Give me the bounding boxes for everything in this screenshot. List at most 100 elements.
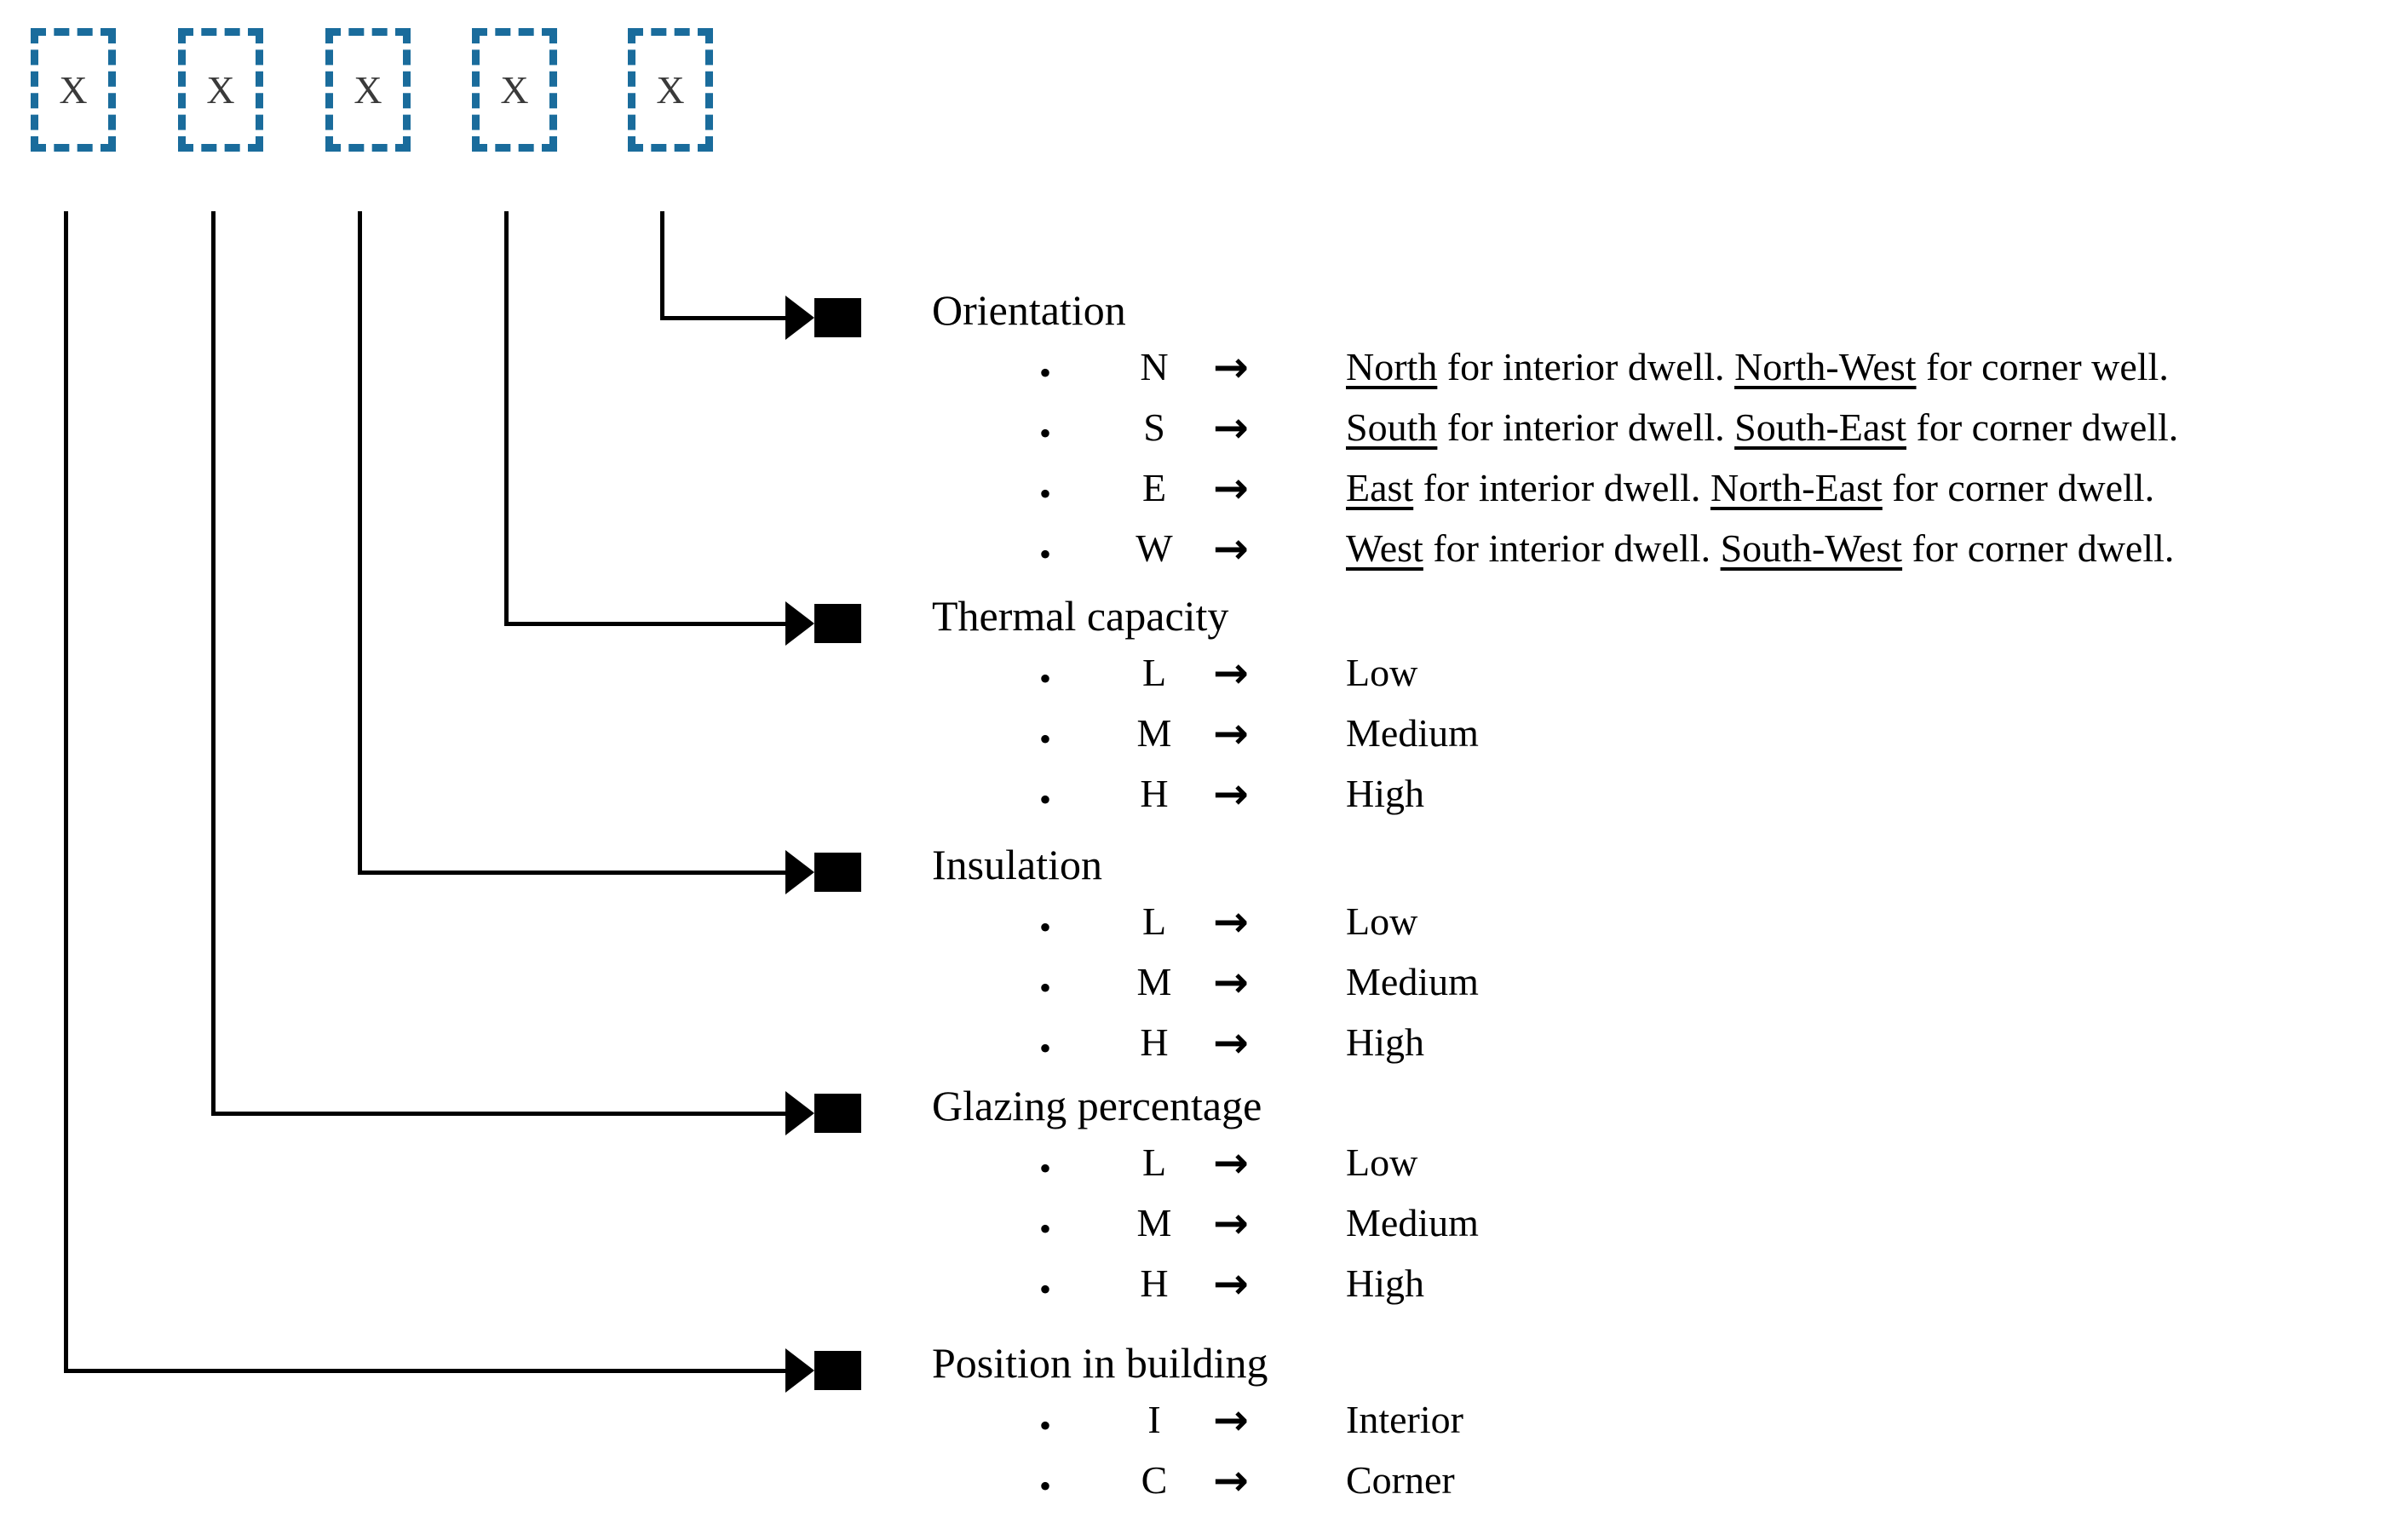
item-value: Medium: [1346, 960, 1479, 1003]
arrow-right-icon: →: [1213, 1018, 1249, 1067]
arrow-right-icon: →: [1213, 1198, 1249, 1248]
item-key: H: [1140, 1020, 1169, 1064]
bullet-icon: •: [1039, 908, 1052, 946]
code-box-5[interactable]: X: [628, 28, 713, 152]
connector-orientation-vertical: [660, 211, 664, 320]
item-key: E: [1141, 466, 1167, 509]
code-box-1-glyph: X: [59, 67, 88, 112]
item-key: L: [1141, 651, 1167, 694]
bullet-icon: •: [1039, 659, 1052, 698]
item-value: East for interior dwell. North-East for …: [1346, 466, 2155, 509]
section-glazing-percentage-title: Glazing percentage: [932, 1082, 1262, 1129]
code-box-4-glyph: X: [500, 67, 529, 112]
bullet-icon: •: [1039, 1270, 1052, 1308]
list-item: • M → Medium: [932, 1198, 1479, 1261]
list-item: • L → Low: [932, 650, 1417, 710]
list-item: • M → Medium: [932, 710, 1479, 771]
item-key: L: [1141, 1141, 1167, 1184]
list-item: • W → West for interior dwell. South-Wes…: [932, 526, 2174, 586]
section-glazing-percentage: Glazing percentage • L → Low • M → Mediu…: [932, 1082, 1479, 1321]
arrow-right-icon: →: [1213, 648, 1249, 698]
marker-square-thermal: [814, 604, 861, 643]
bullet-icon: •: [1039, 720, 1052, 758]
list-item: • H → High: [932, 1261, 1424, 1321]
bullet-icon: •: [1039, 1029, 1052, 1067]
list-item: • L → Low: [932, 1138, 1417, 1200]
list-item: • N → North for interior dwell. North-We…: [932, 344, 2169, 405]
list-item: • I → Interior: [932, 1395, 1463, 1457]
item-key: M: [1136, 711, 1172, 755]
item-value: High: [1346, 1020, 1424, 1064]
item-value: South for interior dwell. South-East for…: [1346, 405, 2179, 449]
item-value: High: [1346, 1261, 1424, 1305]
bullet-icon: •: [1039, 1406, 1052, 1445]
connector-insulation-vertical: [358, 211, 362, 875]
connector-glazing-vertical: [211, 211, 216, 1116]
item-key: I: [1147, 1398, 1161, 1441]
connector-glazing-horizontal: [211, 1112, 796, 1116]
arrow-head-orientation-icon: [785, 296, 814, 340]
item-key: H: [1140, 772, 1169, 815]
section-thermal-capacity: Thermal capacity • L → Low • M → Medium …: [932, 592, 1479, 831]
bullet-icon: •: [1039, 968, 1052, 1007]
connector-thermal-horizontal: [504, 622, 796, 626]
item-key: L: [1141, 899, 1167, 943]
bullet-icon: •: [1039, 780, 1052, 819]
arrow-right-icon: →: [1213, 897, 1249, 946]
section-position-in-building: Position in building • I → Interior • C …: [932, 1339, 1463, 1518]
marker-square-orientation: [814, 298, 861, 337]
section-position-in-building-title: Position in building: [932, 1339, 1268, 1387]
item-key: M: [1136, 1201, 1172, 1244]
bullet-icon: •: [1039, 474, 1052, 513]
arrow-head-position-icon: [785, 1348, 814, 1393]
item-value: Low: [1346, 651, 1418, 694]
connector-insulation-horizontal: [358, 871, 796, 875]
item-key: S: [1143, 405, 1165, 449]
list-item: • C → Corner: [932, 1456, 1455, 1518]
item-value: Corner: [1346, 1458, 1455, 1502]
section-insulation: Insulation • L → Low • M → Medium • H → …: [932, 841, 1479, 1080]
bullet-icon: •: [1039, 1467, 1052, 1505]
item-key: H: [1140, 1261, 1169, 1305]
connector-position-vertical: [64, 211, 68, 1373]
arrow-right-icon: →: [1213, 1138, 1249, 1187]
list-item: • E → East for interior dwell. North-Eas…: [932, 465, 2154, 526]
section-insulation-title: Insulation: [932, 841, 1102, 888]
code-box-2[interactable]: X: [178, 28, 263, 152]
item-value: West for interior dwell. South-West for …: [1346, 526, 2175, 570]
section-thermal-capacity-title: Thermal capacity: [932, 592, 1229, 640]
section-orientation-title: Orientation: [932, 286, 1126, 334]
item-key: W: [1136, 526, 1173, 570]
arrow-right-icon: →: [1213, 709, 1249, 758]
arrow-right-icon: →: [1213, 769, 1249, 819]
item-key: C: [1141, 1458, 1168, 1502]
code-box-1[interactable]: X: [31, 28, 116, 152]
item-value: Medium: [1346, 1201, 1479, 1244]
code-box-3-glyph: X: [354, 67, 382, 112]
arrow-head-glazing-icon: [785, 1091, 814, 1135]
item-value: Low: [1346, 899, 1418, 943]
arrow-right-icon: →: [1213, 403, 1249, 452]
arrow-right-icon: →: [1213, 1395, 1249, 1445]
section-orientation: Orientation • N → North for interior dwe…: [932, 286, 2178, 586]
item-value: High: [1346, 772, 1424, 815]
code-box-5-glyph: X: [656, 67, 685, 112]
arrow-right-icon: →: [1213, 1456, 1249, 1505]
item-value: North for interior dwell. North-West for…: [1346, 345, 2169, 388]
item-key: M: [1136, 960, 1172, 1003]
list-item: • L → Low: [932, 899, 1417, 959]
code-box-4[interactable]: X: [472, 28, 557, 152]
code-box-2-glyph: X: [206, 67, 235, 112]
list-item: • S → South for interior dwell. South-Ea…: [932, 405, 2178, 465]
bullet-icon: •: [1039, 535, 1052, 573]
arrow-head-thermal-icon: [785, 601, 814, 646]
bullet-icon: •: [1039, 414, 1052, 452]
arrow-head-insulation-icon: [785, 850, 814, 894]
code-box-3[interactable]: X: [325, 28, 411, 152]
list-item: • H → High: [932, 771, 1424, 831]
list-item: • H → High: [932, 1020, 1424, 1080]
marker-square-insulation: [814, 853, 861, 892]
list-item: • M → Medium: [932, 959, 1479, 1020]
bullet-icon: •: [1039, 1149, 1052, 1187]
